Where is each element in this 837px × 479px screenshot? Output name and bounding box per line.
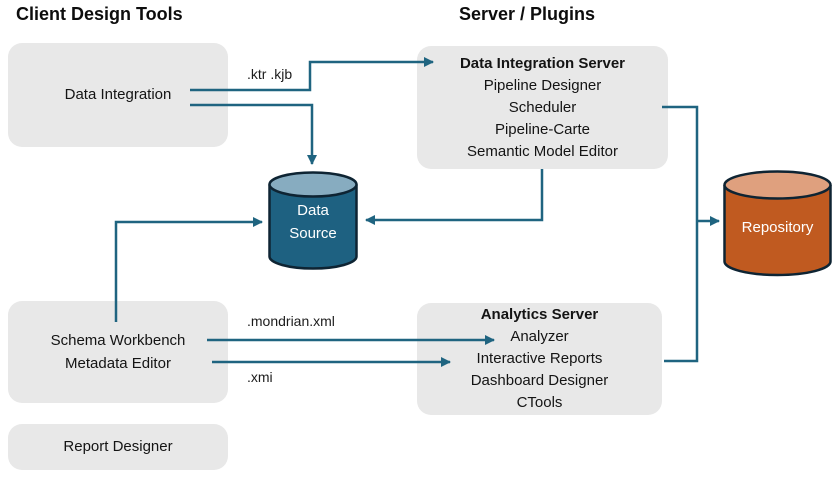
repository-label: Repository <box>741 219 814 236</box>
client-design-tools-heading: Client Design Tools <box>16 4 183 24</box>
scheduler-item: Scheduler <box>508 98 577 116</box>
repository-cylinder-top <box>723 170 832 200</box>
report-designer-box: Report Designer <box>8 424 228 470</box>
mondrian-xml-label: .mondrian.xml <box>247 313 335 329</box>
schema-workbench-box: Schema Workbench Metadata Editor <box>8 301 228 403</box>
schema-workbench-label: Schema Workbench <box>50 332 186 349</box>
data-integration-box: Data Integration <box>8 43 228 147</box>
data-integration-label: Data Integration <box>64 86 172 103</box>
edge-dis-to-datasource <box>365 169 544 225</box>
dashboard-designer-item: Dashboard Designer <box>470 372 609 389</box>
semantic-model-editor-item: Semantic Model Editor <box>467 142 618 160</box>
pipeline-carte-item: Pipeline-Carte <box>494 120 591 138</box>
data-integration-server-title: Data Integration Server <box>459 54 626 72</box>
data-source-cylinder-body <box>268 184 358 270</box>
data-source-label: Data Source <box>289 202 337 242</box>
repository-cylinder <box>723 170 832 277</box>
analytics-server-title: Analytics Server <box>480 306 599 323</box>
ctools-item: CTools <box>516 394 563 411</box>
data-integration-server-box: Data Integration Server Pipeline Designe… <box>417 46 668 169</box>
report-designer-label: Report Designer <box>63 438 173 455</box>
data-source-cylinder-top <box>268 171 358 198</box>
metadata-editor-label: Metadata Editor <box>65 355 171 372</box>
interactive-reports-item: Interactive Reports <box>476 350 603 367</box>
data-source-cylinder <box>268 171 358 270</box>
analyzer-item: Analyzer <box>510 328 569 345</box>
xmi-label: .xmi <box>247 369 273 385</box>
ktr-kjb-label: .ktr .kjb <box>247 66 293 82</box>
repository-cylinder-body <box>723 185 832 277</box>
server-plugins-heading: Server / Plugins <box>459 4 596 24</box>
analytics-server-box: Analytics Server Analyzer Interactive Re… <box>417 303 662 415</box>
pipeline-designer-item: Pipeline Designer <box>483 76 602 94</box>
